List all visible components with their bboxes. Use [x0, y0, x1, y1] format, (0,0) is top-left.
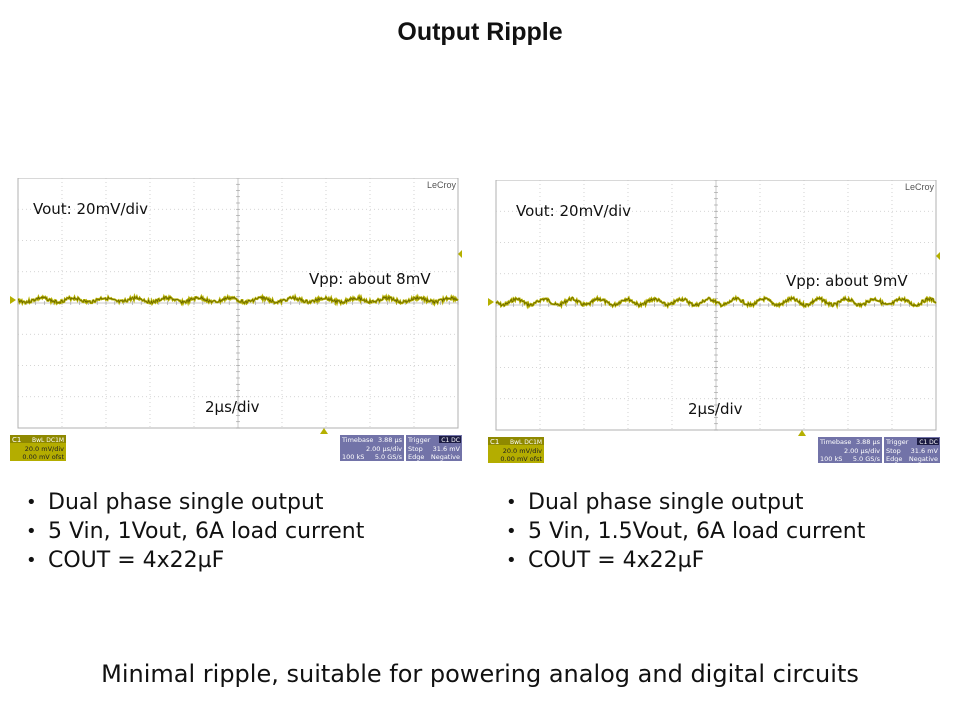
vertical-scale-label: Vout: 20mV/div: [33, 200, 149, 218]
ripple-trace-core: [17, 295, 459, 305]
channel-vdiv: 20.0 mV/div: [503, 447, 542, 455]
vpp-label: Vpp: about 8mV: [309, 270, 431, 288]
list-item: Dual phase single output: [502, 488, 865, 517]
time-scale-label: 2µs/div: [205, 398, 260, 416]
trigger-slope: Negative: [909, 455, 938, 463]
timebase-samples: 100 kS: [820, 455, 842, 463]
trigger-panel[interactable]: Trigger C1 DC Stop 31.6 mV Edge Negative: [884, 437, 940, 463]
oscilloscope-capture-left: LeCroy C1 BwL DC1M 20.0 mV/div 0.00 mV o…: [8, 178, 464, 468]
bullet-list-left: Dual phase single output 5 Vin, 1Vout, 6…: [22, 488, 364, 575]
list-item: Dual phase single output: [22, 488, 364, 517]
timebase-rate: 5.0 GS/s: [375, 453, 403, 461]
trigger-position-icon: [320, 428, 328, 434]
footer-caption: Minimal ripple, suitable for powering an…: [101, 660, 859, 688]
channel-name: C1: [12, 436, 21, 444]
channel-tag: BwL DC1M: [510, 439, 542, 446]
timebase-panel[interactable]: Timebase 3.88 µs 2.00 µs/div 100 kS 5.0 …: [818, 437, 882, 463]
timebase-label: Timebase: [341, 436, 373, 444]
channel-tag: BwL DC1M: [32, 437, 64, 444]
trigger-type: Edge: [886, 455, 902, 463]
trigger-type: Edge: [408, 453, 424, 461]
oscilloscope-display: LeCroy C1 BwL DC1M 20.0 mV/div 0.00 mV o…: [10, 178, 462, 461]
trigger-mode: Stop: [886, 447, 901, 455]
trigger-level-icon: [936, 252, 940, 260]
channel-offset: 0.00 mV ofst: [500, 455, 542, 463]
list-item: 5 Vin, 1Vout, 6A load current: [22, 517, 364, 546]
time-scale-label: 2µs/div: [688, 400, 743, 418]
timebase-rate: 5.0 GS/s: [853, 455, 881, 463]
vpp-label: Vpp: about 9mV: [786, 272, 908, 290]
trigger-slope: Negative: [431, 453, 460, 461]
trigger-label: Trigger: [407, 436, 431, 444]
channel-panel[interactable]: C1 BwL DC1M 20.0 mV/div 0.00 mV ofst: [10, 435, 66, 461]
trigger-level-icon: [458, 250, 462, 258]
timebase-value: 3.88 µs: [856, 438, 881, 446]
trigger-tag: C1 DC: [919, 439, 938, 446]
channel-offset: 0.00 mV ofst: [22, 453, 64, 461]
trigger-tag: C1 DC: [441, 437, 460, 444]
trigger-panel[interactable]: Trigger C1 DC Stop 31.6 mV Edge Negative: [406, 435, 462, 461]
timebase-div: 2.00 µs/div: [366, 445, 402, 453]
trigger-label: Trigger: [885, 438, 909, 446]
channel-panel[interactable]: C1 BwL DC1M 20.0 mV/div 0.00 mV ofst: [488, 437, 544, 463]
trigger-level: 31.6 mV: [433, 445, 461, 453]
channel-vdiv: 20.0 mV/div: [25, 445, 64, 453]
vertical-scale-label: Vout: 20mV/div: [516, 202, 632, 220]
list-item: 5 Vin, 1.5Vout, 6A load current: [502, 517, 865, 546]
channel-name: C1: [490, 438, 499, 446]
bullet-list-right: Dual phase single output 5 Vin, 1.5Vout,…: [502, 488, 865, 575]
ripple-trace-core: [495, 296, 937, 308]
list-item: COUT = 4x22µF: [22, 546, 364, 575]
timebase-panel[interactable]: Timebase 3.88 µs 2.00 µs/div 100 kS 5.0 …: [340, 435, 404, 461]
timebase-div: 2.00 µs/div: [844, 447, 880, 455]
brand-logo: LeCroy: [427, 180, 457, 190]
oscilloscope-capture-right: LeCroy C1 BwL DC1M 20.0 mV/div 0.00 mV o…: [486, 180, 942, 470]
timebase-samples: 100 kS: [342, 453, 364, 461]
list-item: COUT = 4x22µF: [502, 546, 865, 575]
brand-logo: LeCroy: [905, 182, 935, 192]
trigger-position-icon: [798, 430, 806, 436]
trigger-mode: Stop: [408, 445, 423, 453]
trigger-level: 31.6 mV: [911, 447, 939, 455]
channel-marker-icon: [488, 298, 494, 306]
slide-title: Output Ripple: [397, 18, 563, 46]
timebase-label: Timebase: [819, 438, 851, 446]
timebase-value: 3.88 µs: [378, 436, 403, 444]
channel-marker-icon: [10, 296, 16, 304]
oscilloscope-display: LeCroy C1 BwL DC1M 20.0 mV/div 0.00 mV o…: [488, 180, 940, 463]
